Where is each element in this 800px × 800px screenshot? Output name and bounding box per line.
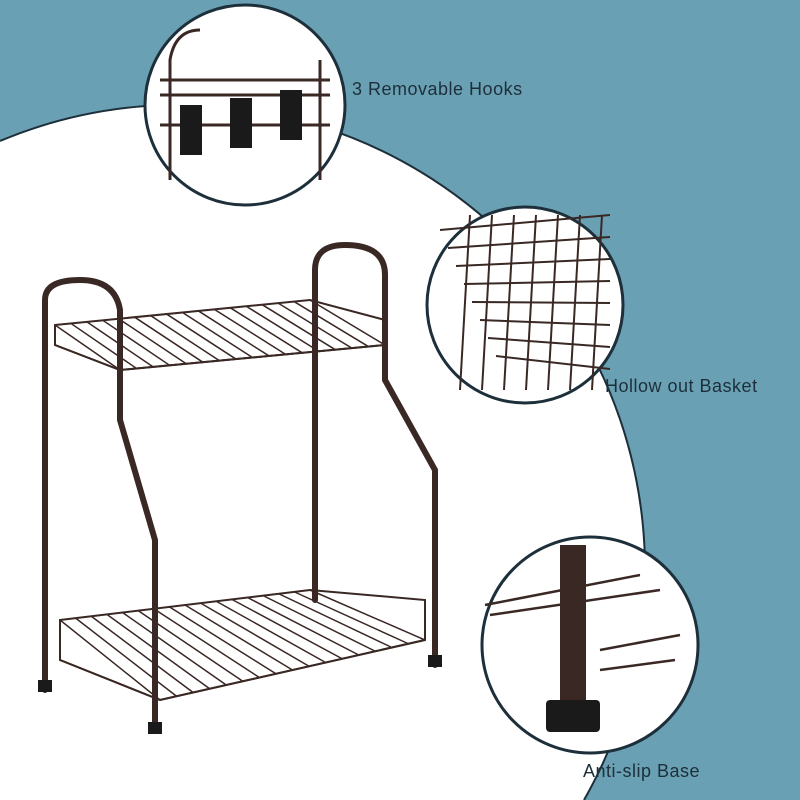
wire [495,355,611,370]
wire [70,322,138,370]
wire [54,324,121,371]
wire [184,604,294,671]
wire [591,214,603,391]
wire [309,299,386,346]
wire [86,321,154,368]
wire [229,307,303,354]
wire [547,214,559,391]
hooks-icon [180,90,302,155]
wire [277,302,353,349]
wire [197,310,270,357]
wire [102,319,171,367]
wire [293,300,370,348]
two-tier-rack [38,241,442,734]
wire [153,608,261,679]
wire [447,236,611,249]
wire [149,314,221,362]
wire [90,615,194,694]
wire [74,617,178,697]
wire [309,589,426,641]
feature-label-basket: Hollow out Basket [605,376,758,396]
anti-slip-foot-icon [546,700,600,732]
wire [459,214,471,391]
wire [479,319,611,326]
wire [471,301,611,304]
wire [215,600,327,664]
wire [121,611,227,686]
wire [487,337,611,348]
wire [246,596,360,656]
feature-label-base: Anti-slip Base [583,761,701,781]
wire [569,214,581,391]
wire [213,308,287,356]
basket-detail-circle [425,205,625,405]
wire [133,316,204,363]
wire [231,598,343,660]
hooks-detail-circle [143,3,347,207]
wire [165,313,237,360]
wire [59,619,161,701]
foot-detail-circle [480,535,700,755]
wire [262,594,377,652]
wire [503,214,515,391]
wire [245,305,320,352]
wire [481,214,493,391]
feature-label-hooks: 3 Removable Hooks [352,79,523,99]
wire [278,593,393,649]
wire [118,318,187,365]
wire [137,609,244,682]
wire [106,613,211,690]
wire [293,591,410,645]
wire [181,311,254,359]
wire [199,602,310,667]
wire [261,303,337,351]
wire [525,214,537,391]
wire [168,606,277,675]
